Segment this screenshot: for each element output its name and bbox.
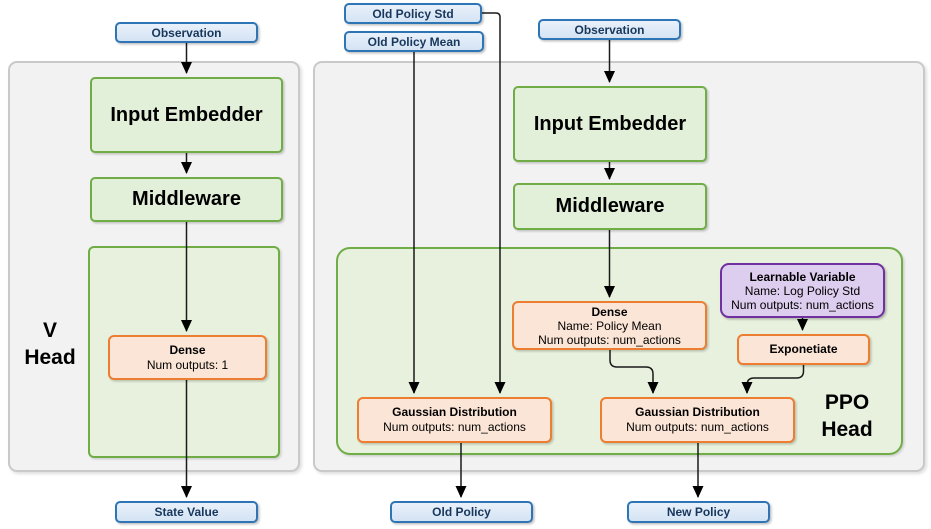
dense-policy-mean-name: Name: Policy Mean [557, 318, 662, 333]
v-head-label: V Head [24, 319, 76, 369]
exponetiate-title: Exponetiate [769, 342, 838, 356]
middleware-v-label: Middleware [132, 188, 241, 210]
gaussian-distribution-new-title: Gaussian Distribution [635, 405, 760, 419]
middleware-v: Middleware [90, 177, 283, 222]
old-policy-std-input-label: Old Policy Std [372, 6, 454, 21]
observation-input-v-label: Observation [151, 25, 222, 40]
middleware-ppo: Middleware [513, 183, 707, 230]
gaussian-distribution-new-num-outputs: Num outputs: num_actions [626, 420, 769, 434]
state-value-output-label: State Value [154, 505, 219, 519]
exponetiate: Exponetiate [737, 334, 870, 365]
input-embedder-v-label: Input Embedder [110, 103, 263, 126]
learnable-variable-num-outputs: Num outputs: num_actions [731, 297, 874, 312]
dense-v-num-outputs: Num outputs: 1 [146, 357, 229, 372]
input-embedder-ppo-label: Input Embedder [533, 112, 687, 135]
input-embedder-ppo: Input Embedder [513, 86, 707, 162]
input-embedder-v: Input Embedder [90, 77, 283, 153]
dense-policy-mean: Dense Name: Policy Mean Num outputs: num… [512, 301, 707, 350]
dense-policy-mean-title: Dense [591, 304, 628, 319]
dense-v-title: Dense [169, 342, 206, 357]
dense-v: Dense Num outputs: 1 [108, 335, 267, 380]
observation-input-ppo-label: Observation [574, 22, 645, 37]
middleware-ppo-label: Middleware [555, 195, 665, 217]
connector-old-policy-std-to-gaussian-old [482, 12, 506, 394]
observation-input-v: Observation [115, 22, 258, 43]
learnable-variable-title: Learnable Variable [749, 269, 856, 284]
dense-policy-mean-num-outputs: Num outputs: num_actions [538, 332, 681, 347]
old-policy-std-input: Old Policy Std [344, 3, 482, 24]
gaussian-distribution-old-num-outputs: Num outputs: num_actions [383, 420, 526, 434]
old-policy-output: Old Policy [390, 501, 533, 523]
ppo-head-label: PPO Head [821, 391, 873, 441]
gaussian-distribution-old: Gaussian Distribution Num outputs: num_a… [357, 397, 552, 443]
observation-input-ppo: Observation [538, 19, 681, 40]
gaussian-distribution-new: Gaussian Distribution Num outputs: num_a… [600, 397, 795, 443]
state-value-output: State Value [115, 501, 258, 523]
learnable-variable-name: Name: Log Policy Std [744, 283, 861, 298]
new-policy-output: New Policy [627, 501, 770, 523]
gaussian-distribution-old-title: Gaussian Distribution [392, 405, 517, 419]
learnable-variable: Learnable Variable Name: Log Policy Std … [720, 263, 885, 318]
connector-dense-to-gaussian-new [609, 350, 659, 394]
old-policy-mean-input-label: Old Policy Mean [367, 34, 461, 49]
connector-exponetiate-to-gaussian-new [741, 364, 805, 394]
old-policy-mean-input: Old Policy Mean [344, 31, 484, 52]
old-policy-output-label: Old Policy [432, 505, 491, 519]
new-policy-output-label: New Policy [666, 505, 731, 519]
